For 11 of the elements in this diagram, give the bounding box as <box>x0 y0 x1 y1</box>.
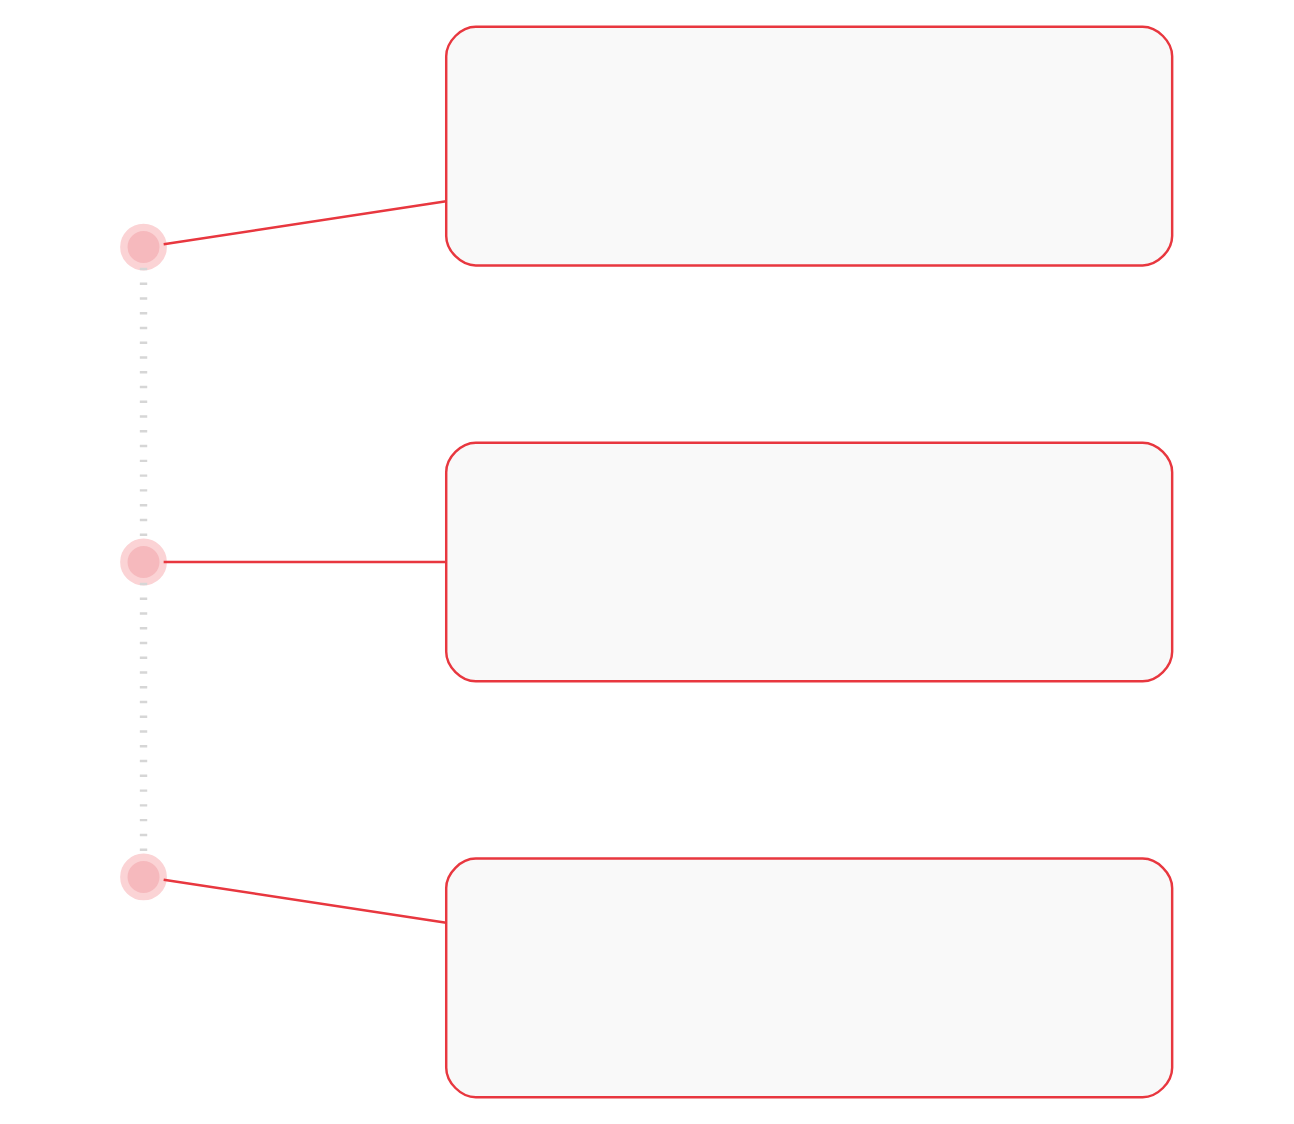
node-box <box>443 25 1173 267</box>
connector <box>138 582 147 857</box>
connector <box>138 267 147 542</box>
connector <box>162 878 446 925</box>
node-box <box>443 857 1173 1099</box>
node-circle <box>119 223 166 271</box>
node-box <box>443 441 1173 683</box>
node-circle <box>119 853 166 901</box>
node-circle <box>119 538 166 586</box>
connector <box>162 199 446 246</box>
connector <box>162 560 446 564</box>
